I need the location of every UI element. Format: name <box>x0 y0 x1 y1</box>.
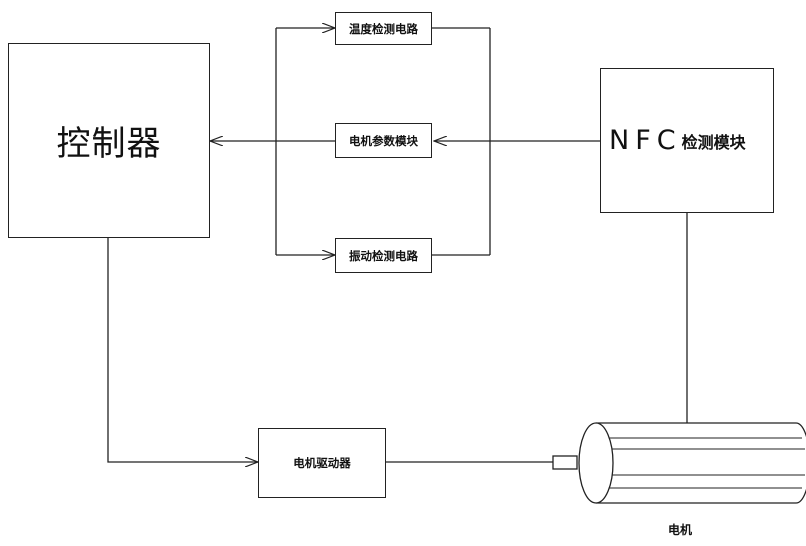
motor-icon <box>553 423 806 503</box>
vibration-detection-circuit-label: 振动检测电路 <box>349 248 418 264</box>
motor-shaft <box>553 456 577 469</box>
motor-driver-label: 电机驱动器 <box>293 455 351 471</box>
nfc-detection-module-label: 检测模块 <box>682 129 746 153</box>
motor-body <box>596 423 806 503</box>
motor-driver-box: 电机驱动器 <box>258 428 386 498</box>
motor-front-face <box>579 423 613 503</box>
motor-caption: 电机 <box>668 521 692 538</box>
vibration-detection-circuit-box: 振动检测电路 <box>335 238 432 273</box>
nfc-detection-module-box: NFC 检测模块 <box>600 68 774 213</box>
motor-parameter-module-box: 电机参数模块 <box>335 123 432 158</box>
motor-parameter-module-label: 电机参数模块 <box>349 133 418 149</box>
controller-box: 控制器 <box>8 43 210 238</box>
temperature-detection-circuit-box: 温度检测电路 <box>335 12 432 45</box>
controller-label: 控制器 <box>57 116 162 165</box>
controller-to-driver-arrow <box>108 238 258 462</box>
temperature-detection-circuit-label: 温度检测电路 <box>349 21 418 37</box>
nfc-label: NFC <box>609 125 682 156</box>
